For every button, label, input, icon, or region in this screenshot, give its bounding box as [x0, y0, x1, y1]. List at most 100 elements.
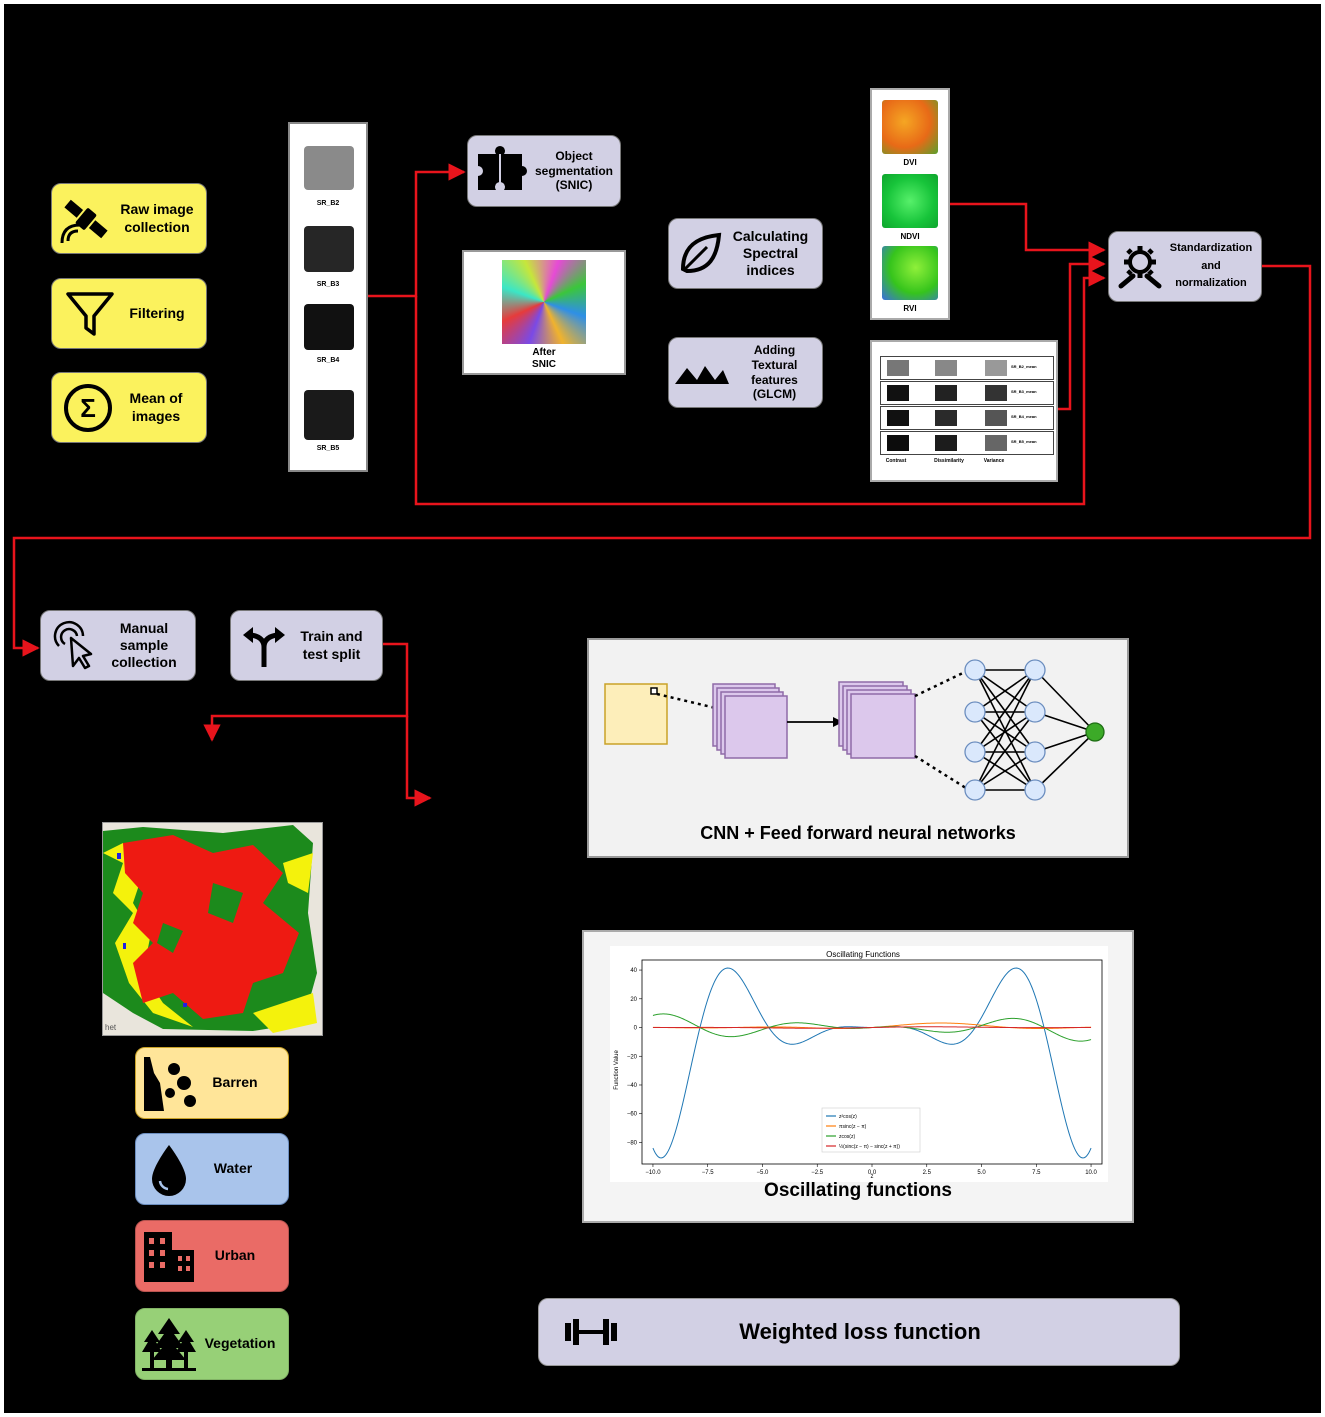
class-urban-box: Urban — [135, 1220, 289, 1292]
band-label-b3: SR_B3 — [316, 281, 340, 288]
nn-neuron — [964, 779, 986, 801]
pooled-feature-maps — [838, 681, 916, 759]
filtering-box: Filtering — [51, 278, 207, 349]
dumbbell-icon — [565, 1319, 617, 1345]
band-thumbnail-b5 — [304, 390, 354, 440]
glcm-cell — [935, 410, 957, 426]
building-icon — [144, 1232, 194, 1282]
split-arrow-icon — [243, 626, 285, 667]
band-thumbnail-b3 — [304, 226, 354, 272]
bands-to-segmentation-arrow — [366, 163, 466, 298]
series-line — [652, 1026, 1092, 1029]
nn-neuron — [1024, 659, 1046, 681]
glcm-row-label: SR_B3_mean — [1011, 389, 1037, 394]
x-tick-label: 5.0 — [977, 1170, 986, 1176]
x-tick-label: 10.0 — [1085, 1170, 1097, 1176]
x-tick-label: 7.5 — [1032, 1170, 1041, 1176]
legend-entry: πsinc(z − π) — [839, 1124, 867, 1130]
glcm-cell — [935, 360, 957, 376]
weighted-loss-label: Weighted loss function — [739, 1318, 981, 1344]
split-to-model-arrow — [405, 716, 432, 807]
glcm-cell — [985, 410, 1007, 426]
glcm-grid: SR_B2_mean SR_B3_mean SR_B4_mean SR_B5_m… — [880, 356, 1054, 456]
standardization-label: Standardization and normalization — [1169, 242, 1253, 290]
oscillating-caption: Oscillating functions — [764, 1180, 952, 1201]
glcm-col-dissimilarity: Dissimilarity — [934, 458, 964, 464]
standardization-to-sampling-arrow — [12, 264, 1312, 657]
chart-legend — [821, 1107, 921, 1153]
land-cover-map: het — [102, 822, 323, 1036]
raw-image-collection-box: Raw image collection — [51, 183, 207, 254]
glcm-row-label: SR_B5_mean — [1011, 439, 1037, 444]
vegetation-label: Vegetation — [204, 1335, 276, 1352]
cnn-model-panel: CNN + Feed forward neural networks — [587, 638, 1129, 858]
train-test-split-box: Train and test split — [230, 610, 383, 681]
manual-sample-label: Manual sample collection — [111, 619, 177, 671]
band-label-b5: SR_B5 — [316, 445, 340, 452]
ndvi-thumbnail — [882, 174, 938, 228]
y-tick-label: 40 — [630, 968, 637, 974]
glcm-col-contrast: Contrast — [885, 458, 907, 464]
snic-result-panel: After SNIC — [462, 250, 626, 375]
indices-to-standardization-arrow — [948, 202, 1106, 259]
nn-neuron — [964, 659, 986, 681]
nn-neuron — [964, 741, 986, 763]
glcm-row-label: SR_B4_mean — [1011, 414, 1037, 419]
glcm-row-label: SR_B2_mean — [1011, 364, 1037, 369]
legend-entry: zcos(z) — [839, 1134, 855, 1140]
x-tick-label: −5.0 — [757, 1170, 770, 1176]
after-snic-label-2: SNIC — [532, 359, 556, 370]
dvi-thumbnail — [882, 100, 938, 154]
glcm-cell — [985, 385, 1007, 401]
land-cover-map-graphic — [103, 823, 322, 1035]
glcm-cell — [935, 385, 957, 401]
glcm-cell — [887, 435, 909, 451]
bands-to-standardization-arrow — [414, 269, 1106, 506]
dvi-label: DVI — [903, 158, 917, 167]
gear-wrench-icon — [1118, 245, 1162, 288]
mean-of-images-box: Σ Mean of images — [51, 372, 207, 443]
leaf-icon — [680, 232, 722, 273]
x-tick-label: −10.0 — [645, 1170, 661, 1176]
filter-funnel-icon — [66, 291, 114, 336]
oscillating-functions-panel: Oscillating Functions z Function Value −… — [582, 930, 1134, 1223]
legend-entry: z²cos(z) — [839, 1114, 857, 1120]
y-tick-label: −60 — [627, 1112, 638, 1118]
y-tick-label: 0 — [634, 1026, 638, 1032]
flow-connectors — [12, 163, 1312, 807]
model-caption: CNN + Feed forward neural networks — [700, 823, 1016, 843]
glcm-cell — [887, 410, 909, 426]
map-corner-text: het — [105, 1023, 117, 1032]
sigma-circle-icon: Σ — [64, 383, 112, 432]
pointer-click-icon — [53, 620, 93, 669]
class-water-box: Water — [135, 1133, 289, 1205]
spectral-label: Calculating Spectral indices — [732, 227, 809, 279]
barren-label: Barren — [212, 1074, 258, 1091]
class-barren-box: Barren — [135, 1047, 289, 1119]
nn-neuron — [1024, 741, 1046, 763]
rvi-thumbnail — [882, 246, 938, 300]
nn-neuron — [1024, 779, 1046, 801]
after-snic-label-1: After — [532, 347, 556, 358]
band-thumbnail-b4 — [304, 304, 354, 350]
water-label: Water — [213, 1160, 253, 1177]
glcm-cell — [935, 435, 957, 451]
chart-ylabel: Function Value — [614, 1050, 620, 1090]
mountains-icon — [675, 365, 729, 384]
glcm-row: SR_B4_mean — [880, 406, 1054, 430]
chart-xlabel: z — [871, 1174, 874, 1180]
snic-superpixel-image — [502, 260, 586, 344]
manual-sample-collection-box: Manual sample collection — [40, 610, 196, 681]
conv-feature-maps — [712, 683, 788, 759]
x-tick-label: −7.5 — [702, 1170, 715, 1176]
nn-output-neuron — [1085, 722, 1105, 742]
class-vegetation-box: Vegetation — [135, 1308, 289, 1380]
standardization-box: Standardization and normalization — [1108, 231, 1262, 302]
band-label-b4: SR_B4 — [316, 357, 340, 364]
train-test-label: Train and test split — [300, 628, 363, 662]
puzzle-icon — [478, 146, 527, 190]
glcm-features-panel: SR_B2_mean SR_B3_mean SR_B4_mean SR_B5_m… — [870, 340, 1058, 482]
y-tick-label: −20 — [627, 1054, 638, 1060]
glcm-cell — [985, 435, 1007, 451]
chart-title: Oscillating Functions — [826, 950, 900, 959]
